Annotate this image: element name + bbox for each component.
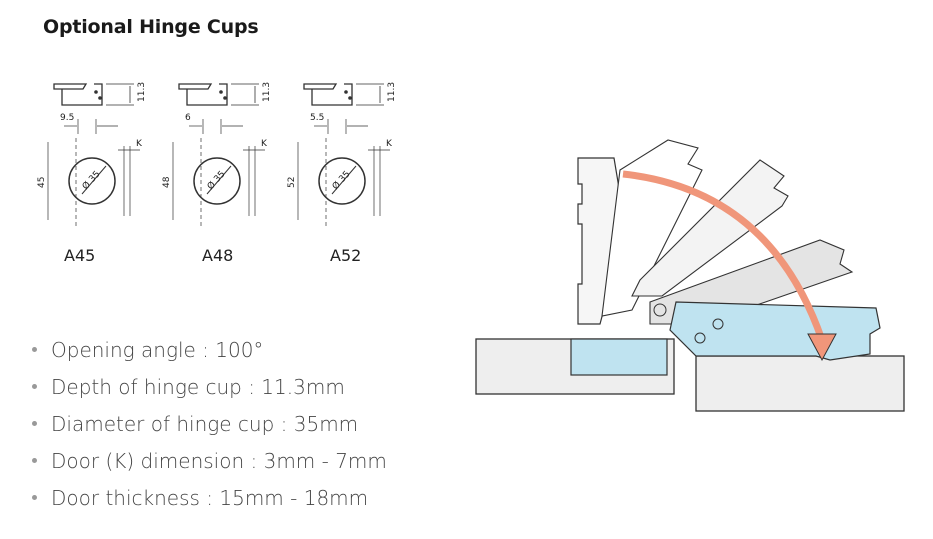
- hinge-cup-drawing-a48: 11.3 6 Ø 35 48 K: [162, 76, 283, 236]
- bullet-icon: [32, 384, 37, 389]
- cup-label-a48: A48: [202, 246, 234, 265]
- hinge-cup-drawing-a45: 11.3 9.5 Ø 35 45 K: [37, 76, 158, 236]
- hinge-arm-position-2: [631, 159, 789, 297]
- spec-text: Door thickness : 15mm - 18mm: [51, 486, 369, 510]
- cup-diagram-svg: 11.3 9.5 Ø 35 45 K: [37, 82, 147, 226]
- depth-label: 11.3: [137, 82, 147, 102]
- spec-text: Opening angle : 100°: [51, 338, 264, 362]
- diameter-label: Ø 35: [205, 169, 227, 192]
- spec-item: Door thickness : 15mm - 18mm: [32, 480, 387, 517]
- hinge-cup-drawing-a52: 11.3 5.5 Ø 35 52 K: [287, 76, 408, 236]
- cup-diagram-svg: 11.3 5.5 Ø 35 52 K: [287, 82, 397, 226]
- spec-item: Diameter of hinge cup : 35mm: [32, 406, 387, 443]
- diameter-label: Ø 35: [330, 169, 352, 192]
- height-label: 52: [287, 177, 297, 188]
- k-label: K: [261, 139, 268, 149]
- depth-label: 11.3: [262, 82, 272, 102]
- hinge-opening-illustration: [470, 130, 910, 420]
- spec-text: Diameter of hinge cup : 35mm: [51, 412, 359, 436]
- offset-label: 9.5: [60, 113, 74, 123]
- bullet-icon: [32, 347, 37, 352]
- bullet-icon: [32, 495, 37, 500]
- cup-label-a45: A45: [64, 246, 96, 265]
- spec-item: Depth of hinge cup : 11.3mm: [32, 369, 387, 406]
- hinge-illustration-svg: [475, 139, 905, 412]
- depth-label: 11.3: [387, 82, 397, 102]
- offset-label: 6: [185, 113, 191, 123]
- hinge-cup-insert: [570, 338, 668, 376]
- spec-text: Depth of hinge cup : 11.3mm: [51, 375, 345, 399]
- height-label: 48: [162, 176, 172, 188]
- bullet-icon: [32, 421, 37, 426]
- height-label: 45: [37, 177, 47, 188]
- hinge-arm-open: [669, 301, 881, 361]
- spec-item: Opening angle : 100°: [32, 332, 387, 369]
- offset-label: 5.5: [310, 113, 324, 123]
- k-label: K: [386, 139, 393, 149]
- spec-item: Door (K) dimension : 3mm - 7mm: [32, 443, 387, 480]
- opening-direction-arrow: [622, 170, 826, 342]
- page-title: Optional Hinge Cups: [43, 16, 259, 38]
- k-label: K: [136, 139, 143, 149]
- bullet-icon: [32, 458, 37, 463]
- spec-text: Door (K) dimension : 3mm - 7mm: [51, 449, 387, 473]
- cup-diagram-svg: 11.3 6 Ø 35 48 K: [162, 82, 272, 226]
- door-panel: [695, 355, 905, 412]
- diameter-label: Ø 35: [80, 169, 102, 192]
- cup-label-a52: A52: [330, 246, 362, 265]
- spec-list: Opening angle : 100° Depth of hinge cup …: [32, 332, 387, 517]
- arrow-head-icon: [807, 333, 837, 362]
